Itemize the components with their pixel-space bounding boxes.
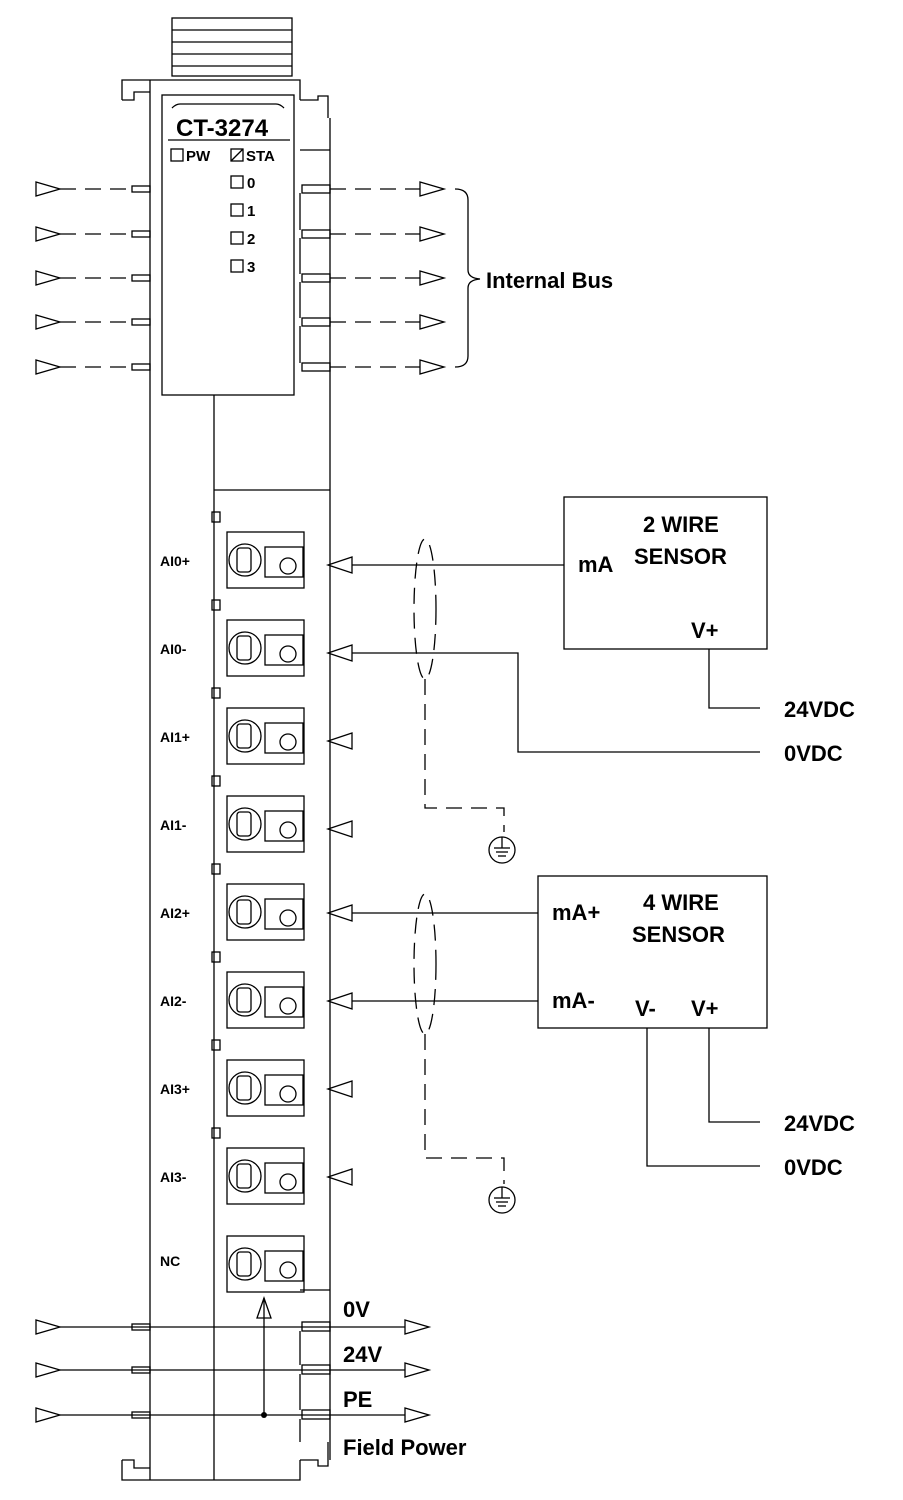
sensor-4wire-supply-0: 0VDC [784, 1155, 843, 1180]
sensor-2wire-port-vplus: V+ [691, 618, 719, 643]
sensor-4wire-port-vplus: V+ [691, 996, 719, 1021]
terminal-block [211, 511, 305, 589]
terminal-blocks [211, 511, 305, 1293]
terminal-label-ai0-minus: AI0- [160, 641, 187, 657]
internal-bus-label: Internal Bus [486, 268, 613, 293]
sensor-2wire-supply-24: 24VDC [784, 697, 855, 722]
terminal-arrows [325, 556, 353, 1186]
field-power-pe: PE [343, 1387, 372, 1412]
internal-bus-lines [35, 149, 447, 375]
terminal-block [211, 687, 305, 765]
model-label: CT-3274 [176, 115, 269, 142]
ground-icon [488, 836, 516, 864]
label-panel [161, 94, 295, 396]
pw-led-icon [170, 148, 184, 162]
terminal-block [211, 775, 305, 853]
terminal-label-ai2-minus: AI2- [160, 993, 187, 1009]
terminal-label-ai3-plus: AI3+ [160, 1081, 190, 1097]
terminal-label-ai2-plus: AI2+ [160, 905, 190, 921]
terminal-label-ai1-plus: AI1+ [160, 729, 190, 745]
terminal-block [211, 1127, 305, 1205]
ch2-led-label: 2 [247, 231, 255, 248]
terminal-block [211, 863, 305, 941]
sensor-4wire-wiring [352, 893, 760, 1184]
terminal-block [211, 951, 305, 1029]
sensor-4wire-title-2: SENSOR [632, 922, 725, 947]
terminal-label-ai1-minus: AI1- [160, 817, 187, 833]
field-power-label: Field Power [343, 1435, 467, 1460]
module-housing [121, 79, 331, 1481]
sensor-4wire-port-ma-plus: mA+ [552, 900, 600, 925]
sensor-2wire-supply-0: 0VDC [784, 741, 843, 766]
sta-led-label: STA [246, 148, 275, 165]
terminal-label-ai0-plus: AI0+ [160, 553, 190, 569]
ch1-led-label: 1 [247, 203, 255, 220]
ch3-led-icon [230, 259, 244, 273]
sensor-4wire-port-ma-minus: mA- [552, 988, 595, 1013]
sensor-2wire-title-2: SENSOR [634, 544, 727, 569]
ch2-led-icon [230, 231, 244, 245]
ch0-led-icon [230, 175, 244, 189]
bus-brace-icon [454, 188, 481, 368]
terminal-block [211, 1039, 305, 1117]
sensor-4wire-title-1: 4 WIRE [643, 890, 719, 915]
ch1-led-icon [230, 203, 244, 217]
field-power-24v: 24V [343, 1342, 382, 1367]
sensor-2wire-port-ma: mA [578, 552, 614, 577]
field-power-0v: 0V [343, 1297, 370, 1322]
terminal-label-ai3-minus: AI3- [160, 1169, 187, 1185]
ground-icon [488, 1186, 516, 1214]
top-latch [171, 17, 293, 77]
terminal-block [226, 1235, 305, 1293]
pw-led-label: PW [186, 148, 211, 165]
sensor-2wire-wiring [352, 538, 760, 832]
terminal-block [211, 599, 305, 677]
ch0-led-label: 0 [247, 175, 255, 192]
sta-led-icon [230, 148, 244, 162]
sensor-2wire-box [563, 496, 768, 650]
ch3-led-label: 3 [247, 259, 255, 276]
sensor-4wire-supply-24: 24VDC [784, 1111, 855, 1136]
sensor-4wire-port-vminus: V- [635, 996, 656, 1021]
field-power-lines [35, 1296, 432, 1442]
sensor-4wire-box [537, 875, 768, 1029]
sensor-2wire-title-1: 2 WIRE [643, 512, 719, 537]
terminal-label-nc: NC [160, 1253, 180, 1269]
